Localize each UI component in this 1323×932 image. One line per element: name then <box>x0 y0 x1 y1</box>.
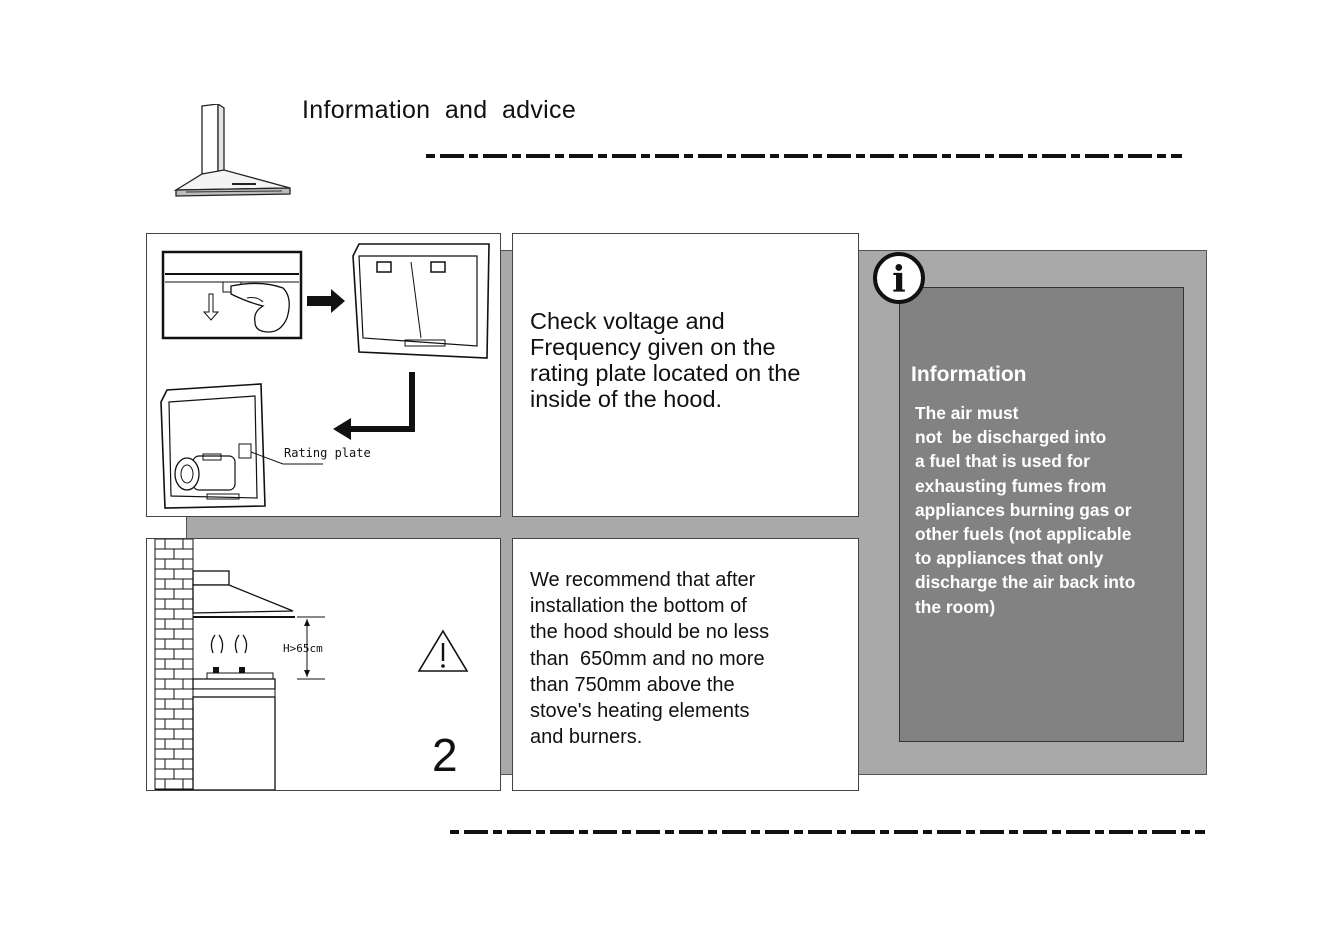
text-line: Frequency given on the <box>530 334 776 360</box>
information-box <box>899 287 1184 742</box>
text-line: discharge the air back into <box>915 572 1136 593</box>
voltage-instructions: Check voltage and Frequency given on the… <box>530 308 850 412</box>
rating-plate-label: Rating plate <box>284 446 371 460</box>
text-line: to appliances that only <box>915 548 1104 569</box>
stove-icon <box>192 634 276 791</box>
warning-triangle-icon <box>417 629 469 672</box>
text-line: not be discharged into <box>915 427 1107 448</box>
text-line: other fuels (not applicable <box>915 524 1132 545</box>
text-line: We recommend that after <box>530 569 756 591</box>
info-icon: i <box>873 252 925 304</box>
height-dimension-label: H>65cm <box>283 642 323 655</box>
text-line: than 750mm above the <box>530 673 735 696</box>
text-line: Check voltage and <box>530 308 725 334</box>
dashed-divider-top <box>426 154 1182 158</box>
finger-press-icon <box>161 250 303 340</box>
rating-plate-illustration <box>146 233 501 517</box>
voltage-panel <box>512 233 859 517</box>
hood-open-icon <box>352 243 490 359</box>
rating-plate-drawing <box>160 243 490 509</box>
text-line: exhausting fumes from <box>915 475 1107 496</box>
cooker-hood-icon <box>173 104 291 197</box>
text-line: the room) <box>915 596 996 617</box>
information-text: The air must not be discharged into a fu… <box>915 401 1187 619</box>
recommendation-text: We recommend that after installation the… <box>530 567 850 750</box>
page-number: 2 <box>432 729 458 781</box>
text-line: installation the bottom of <box>530 595 747 618</box>
brick-wall-icon <box>154 538 194 799</box>
hood-with-motor-icon <box>160 383 323 509</box>
text-line: rating plate located on the <box>530 360 801 386</box>
text-line: appliances burning gas or <box>915 499 1132 520</box>
text-line: inside of the hood. <box>530 386 723 412</box>
text-line: The air must <box>915 403 1019 423</box>
info-icon-glyph: i <box>892 259 906 301</box>
recommendation-panel <box>512 538 859 791</box>
dashed-divider-bottom <box>450 830 1205 834</box>
arrow-down-left-icon <box>333 372 415 440</box>
information-heading: Information <box>911 363 1027 386</box>
text-line: the hood should be no less <box>530 621 770 644</box>
hood-side-icon <box>192 570 295 618</box>
height-dimension <box>297 616 325 680</box>
installation-height-drawing <box>154 538 469 799</box>
text-line: a fuel that is used for <box>915 451 1090 472</box>
text-line: stove's heating elements <box>530 700 750 723</box>
arrow-right-icon <box>307 289 345 313</box>
text-line: than 650mm and no more <box>530 647 765 670</box>
page-title: Information and advice <box>302 96 577 124</box>
text-line: and burners. <box>530 726 643 749</box>
installation-height-illustration <box>146 538 501 799</box>
